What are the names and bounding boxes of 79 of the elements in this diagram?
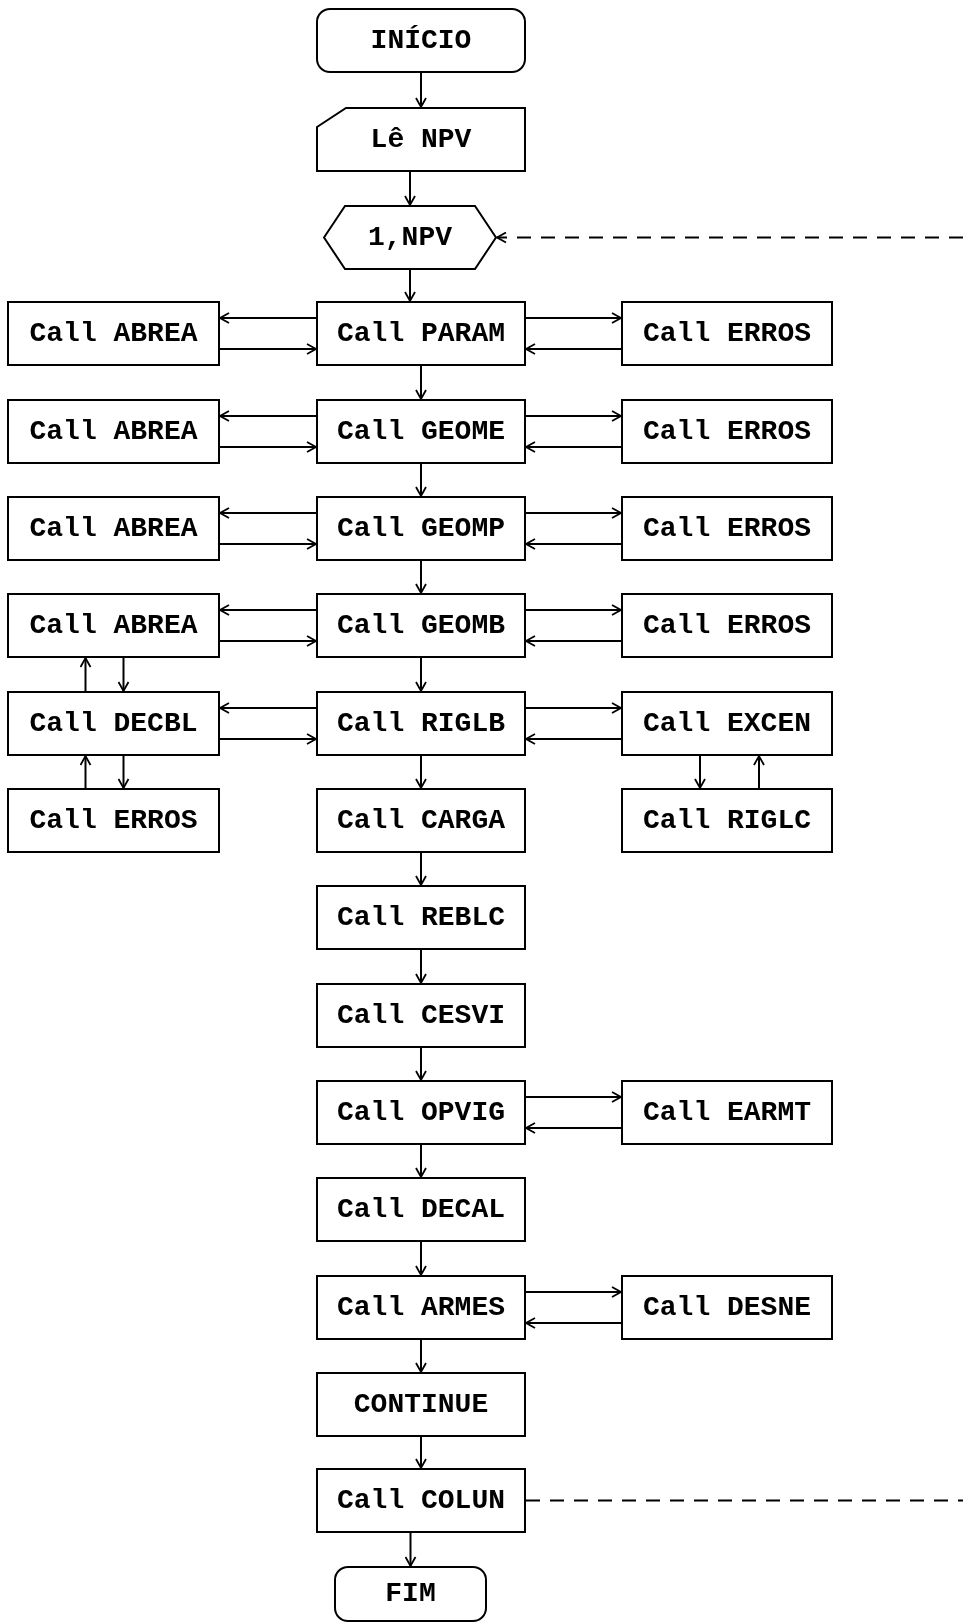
arrow <box>525 312 622 324</box>
process-box: Call GEOMB <box>316 593 526 658</box>
arrow <box>525 343 622 355</box>
process-box: Call CESVI <box>316 983 526 1048</box>
arrow <box>415 463 427 497</box>
arrow <box>415 949 427 984</box>
node-label: Lê NPV <box>370 122 472 157</box>
arrow <box>79 755 92 789</box>
process-box: Call ERROS <box>621 593 833 658</box>
arrow <box>496 231 963 244</box>
arrow <box>79 657 92 692</box>
arrow <box>404 171 416 206</box>
arrow <box>415 1436 427 1469</box>
arrow <box>415 365 427 400</box>
arrow <box>117 657 130 692</box>
arrow <box>525 507 622 519</box>
process-box: Call GEOMP <box>316 496 526 561</box>
arrow <box>525 1317 622 1329</box>
arrow <box>219 507 317 519</box>
process-box: Call EARMT <box>621 1080 833 1145</box>
arrow <box>415 560 427 594</box>
arrow <box>415 72 427 108</box>
process-box: Call DECAL <box>316 1177 526 1242</box>
arrow <box>525 1286 622 1298</box>
terminal-box: FIM <box>334 1566 487 1622</box>
arrow <box>219 702 317 714</box>
arrow <box>525 702 622 714</box>
process-box: Call ABREA <box>7 496 220 561</box>
process-box: Call RIGLB <box>316 691 526 756</box>
arrow <box>415 755 427 789</box>
process-box: Call COLUN <box>316 1468 526 1533</box>
arrow <box>404 1532 417 1567</box>
process-box: Call ABREA <box>7 301 220 366</box>
connector-line <box>525 1499 963 1502</box>
process-box: Call ARMES <box>316 1275 526 1340</box>
process-box: Call RIGLC <box>621 788 833 853</box>
arrow <box>117 755 130 789</box>
process-box: Call ABREA <box>7 399 220 464</box>
arrow <box>219 733 317 745</box>
arrow <box>694 755 706 789</box>
process-box: Call ERROS <box>621 496 833 561</box>
arrow <box>525 604 622 616</box>
process-box: Call REBLC <box>316 885 526 950</box>
arrow <box>219 635 317 647</box>
process-box: Call GEOME <box>316 399 526 464</box>
arrow <box>525 1122 622 1134</box>
arrow <box>415 1241 427 1276</box>
process-box: CONTINUE <box>316 1372 526 1437</box>
process-box: Call DESNE <box>621 1275 833 1340</box>
process-box: Call ABREA <box>7 593 220 658</box>
arrow <box>219 441 317 453</box>
process-box: Call ERROS <box>7 788 220 853</box>
arrow <box>404 269 416 302</box>
arrow <box>525 1091 622 1103</box>
arrow <box>219 604 317 616</box>
arrow <box>525 410 622 422</box>
node-label: 1,NPV <box>368 220 452 255</box>
arrow <box>525 441 622 453</box>
process-box: Call ERROS <box>621 301 833 366</box>
process-box: Call CARGA <box>316 788 526 853</box>
arrow <box>753 755 765 789</box>
arrow <box>415 657 427 692</box>
arrow <box>415 1144 427 1178</box>
arrow <box>219 538 317 550</box>
arrow <box>415 1339 427 1373</box>
arrow <box>525 538 622 550</box>
arrow <box>525 635 622 647</box>
process-box: Call DECBL <box>7 691 220 756</box>
process-box: Call ERROS <box>621 399 833 464</box>
process-box: Call PARAM <box>316 301 526 366</box>
arrow <box>219 410 317 422</box>
arrow <box>219 312 317 324</box>
arrow <box>415 1047 427 1081</box>
process-box: Call OPVIG <box>316 1080 526 1145</box>
arrow <box>415 852 427 886</box>
terminal-box: INÍCIO <box>316 8 526 73</box>
arrow <box>219 343 317 355</box>
arrow <box>525 733 622 745</box>
process-box: Call EXCEN <box>621 691 833 756</box>
